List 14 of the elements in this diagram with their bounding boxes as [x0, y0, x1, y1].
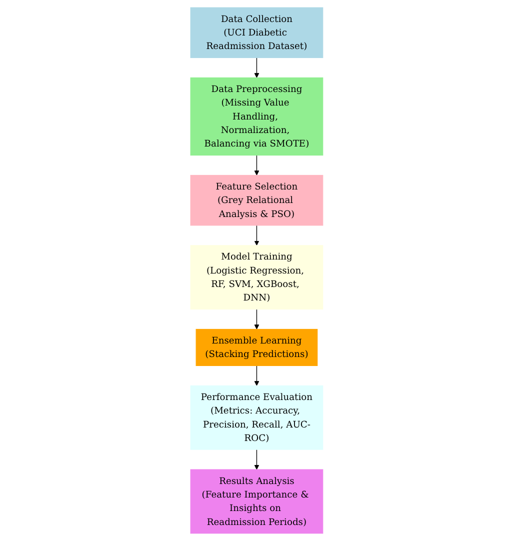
- node-box: [190, 77, 323, 156]
- node-box: [190, 174, 323, 226]
- node-box: [190, 469, 323, 534]
- arrow: [254, 225, 259, 246]
- node-box: [190, 7, 323, 58]
- arrow: [254, 449, 259, 470]
- arrow: [254, 308, 259, 330]
- arrow: [254, 154, 259, 176]
- node-box: [190, 385, 323, 450]
- arrow: [254, 365, 259, 386]
- arrow: [254, 57, 259, 78]
- flowchart: Data Collection (UCI Diabetic Readmission Dataset) Data Preprocessing (Missing Value Handling, Normalization, Balancing via SMOTE) Feature Selection (Grey Relational Analysis & PSO) Model Training (Logistic Regression, RF, SVM, XGBoost, DNN) Ensemble Learning (Stacking Predictions) Performance Evaluation (Metrics: Accuracy, Precision, Recall, AUC-ROC) Results Analysis (Feature Importance & Insights on Readmission Periods): [186, 3, 328, 538]
- node-box: [196, 328, 318, 366]
- node-box: [190, 245, 323, 310]
